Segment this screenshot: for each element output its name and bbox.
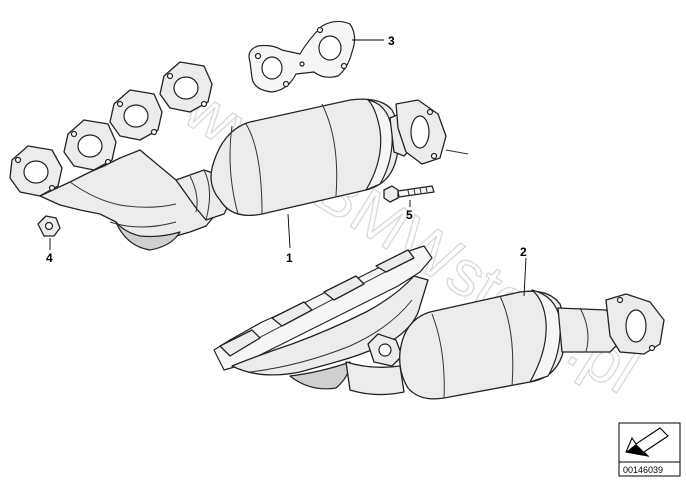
- callout-3: 3: [388, 34, 395, 48]
- part-2-catalytic-converter: [399, 290, 567, 400]
- reference-number: 00146039: [623, 465, 663, 475]
- callout-1: 1: [286, 251, 293, 265]
- callout-5: 5: [406, 208, 413, 222]
- leader-lines: [49, 39, 527, 297]
- part-1-exhaust-manifold-catalyst: [9, 61, 469, 251]
- part-4-hex-nut: [37, 215, 61, 237]
- part-1-port-flanges: [9, 61, 213, 197]
- part-2-exhaust-manifold-catalyst: [213, 245, 665, 400]
- callout-2: 2: [520, 245, 527, 259]
- part-2-collector: [231, 275, 429, 376]
- part-3-manifold-gasket: [248, 20, 356, 93]
- callout-4: 4: [46, 251, 53, 265]
- reference-box: 00146039: [618, 422, 681, 477]
- arrow-down-left-icon: [625, 427, 669, 457]
- part-1-catalytic-converter: [210, 98, 400, 217]
- part-5-bolt: [383, 185, 435, 203]
